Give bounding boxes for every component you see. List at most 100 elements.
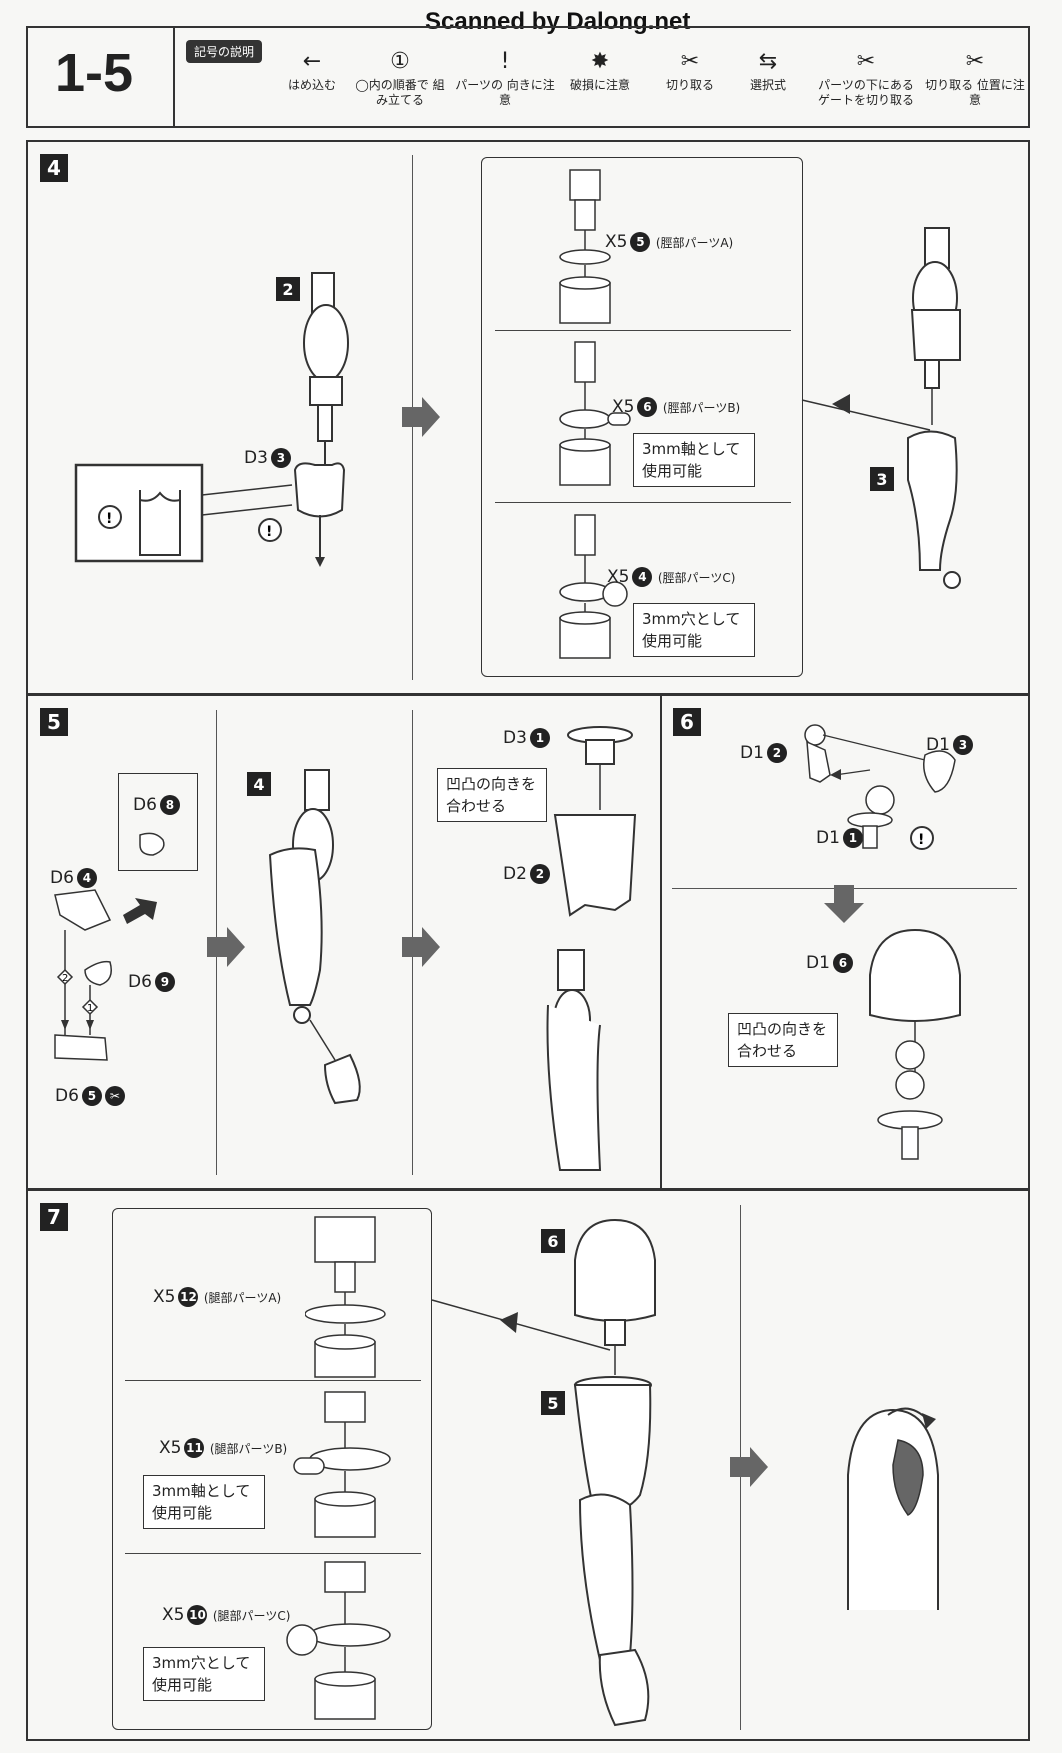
step5-n8: 8 (159, 795, 180, 815)
svg-text:!: ! (918, 832, 924, 848)
svg-text:!: ! (266, 524, 272, 540)
step5-d6-8-box (118, 773, 198, 871)
step6-down-arrow (824, 885, 864, 923)
legend-item: ✸ 破損に注意 (550, 48, 650, 93)
step7-option-b-num: 11 (184, 1438, 205, 1458)
choice-arrows-icon: ⇆ (758, 49, 778, 74)
step5-d2n: 2 (529, 864, 550, 884)
step7-option-c-note: 3mm穴として使用可能 (143, 1647, 265, 1701)
step4-next-arrow (402, 397, 440, 437)
watermark: Scanned by Dalong.net (425, 8, 691, 35)
step4-option-c-note: 3mm穴として使用可能 (633, 603, 755, 657)
step4-options-box (481, 157, 803, 677)
exclamation-icon: ! (500, 49, 510, 74)
step7-option-a-num: 12 (178, 1287, 199, 1307)
legend-title: 記号の説明 (186, 40, 263, 63)
step6-number: 6 (673, 708, 701, 736)
step5-number: 5 (40, 708, 68, 736)
header-box (26, 26, 1030, 128)
step4-number: 4 (40, 154, 68, 182)
step5-n5: 5 (81, 1086, 102, 1106)
step5-sub4-badge: 4 (247, 772, 271, 796)
step7-option-c-num: 10 (187, 1605, 208, 1625)
svg-text:2: 2 (62, 973, 68, 984)
step4-leg-drawing: ! ! (74, 272, 349, 567)
arrow-left-icon: ← (302, 49, 322, 74)
legend-item: ① ◯内の順番で 組み立てる (350, 48, 450, 108)
legend-item: ← はめ込む (262, 48, 362, 93)
gate-cut-icon: ✂ (856, 49, 876, 74)
legend-item: ✂ 切り取る (640, 48, 740, 93)
legend-label: パーツの 向きに注意 (455, 78, 555, 107)
step4-right-drawing (801, 227, 961, 589)
step7-leg-drawing (431, 1218, 656, 1727)
step4-option-divider-2 (495, 502, 791, 503)
step5-hand-drawing: 2 1 (54, 832, 165, 1061)
legend-label: パーツの下にある ゲートを切り取る (817, 78, 914, 107)
step7-next-arrow (730, 1447, 768, 1487)
step5-note: 凹凸の向きを合わせる (437, 768, 547, 822)
step7-sub5-badge: 5 (541, 1391, 565, 1415)
legend-label: 切り取る (665, 78, 714, 92)
break-warning-icon: ✸ (590, 49, 610, 74)
step6-n2: 2 (766, 743, 787, 763)
legend-item: ✂ パーツの下にある ゲートを切り取る (816, 48, 916, 108)
step7-option-drawings (305, 1216, 391, 1720)
step6-note: 凹凸の向きを合わせる (728, 1013, 838, 1067)
step7-option-b-note: 3mm軸として使用可能 (143, 1475, 265, 1529)
step6-n6: 6 (832, 953, 853, 973)
cut-icon: ✂ (680, 49, 700, 74)
step7-option-c-socket (286, 1624, 318, 1656)
step6-joint-drawing: ! (804, 724, 956, 850)
section-title: 1-5 (55, 43, 134, 103)
step4-option-drawings (559, 169, 631, 659)
legend-label: 破損に注意 (569, 78, 630, 92)
step4-option-c-num: 4 (632, 567, 653, 587)
step4-sub2-badge: 2 (276, 277, 300, 301)
legend-item: ! パーツの 向きに注意 (455, 48, 555, 108)
step4-option-b-num: 6 (637, 397, 658, 417)
legend-item: ⇆選択式 (718, 48, 818, 93)
step6-n3: 3 (952, 735, 973, 755)
step4-option-b-note: 3mm軸として使用可能 (633, 433, 755, 487)
step7-option-b-peg (293, 1457, 325, 1475)
step4-option-a-num: 5 (630, 232, 651, 252)
circled-number-icon: ① (390, 49, 410, 74)
step7-option-divider-1 (125, 1380, 421, 1381)
legend-label: ◯内の順番で 組み立てる (355, 78, 445, 107)
legend-item: ✂切り取る 位置に注意 (925, 48, 1025, 108)
step7-panel (26, 1189, 1030, 1741)
step7-knee-detail-drawing (847, 1407, 939, 1610)
step6-knee-drawing (869, 928, 961, 1160)
cut-position-icon: ✂ (965, 49, 985, 74)
step5-next-arrow-1 (207, 927, 245, 967)
step4-sub3-badge: 3 (870, 467, 894, 491)
svg-text:!: ! (106, 511, 112, 527)
step5-gate-cut-icon: ✂ (104, 1086, 125, 1106)
step7-option-divider-2 (125, 1553, 421, 1554)
header-divider (173, 26, 175, 128)
step7-number: 7 (40, 1203, 68, 1231)
step7-sub6-badge: 6 (541, 1229, 565, 1253)
legend-label: はめ込む (287, 78, 336, 92)
step7-options-box (112, 1208, 432, 1730)
step5-d3n: 1 (529, 728, 550, 748)
step4-d3-num: 3 (270, 448, 291, 468)
